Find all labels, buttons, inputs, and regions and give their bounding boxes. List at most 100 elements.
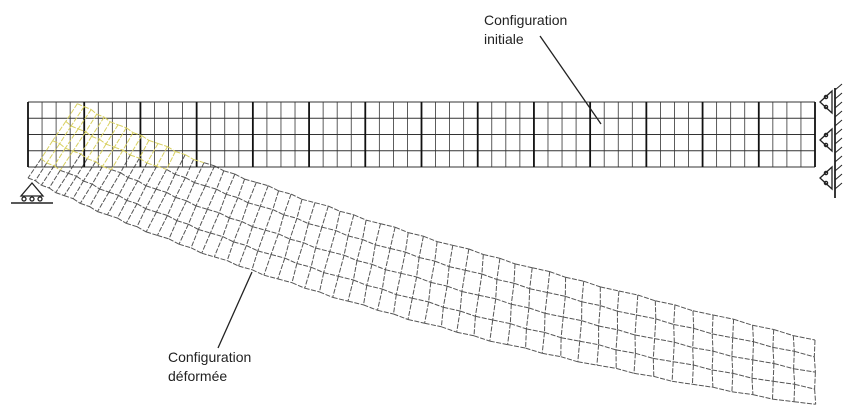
deformed-mesh-column-segment	[793, 384, 796, 402]
deformed-mesh-row-segment	[226, 193, 239, 199]
deformed-mesh-column-segment	[577, 341, 581, 362]
deformed-mesh-column-segment	[106, 195, 120, 216]
deformed-mesh-column-segment	[72, 180, 84, 199]
deformed-mesh-column-segment	[337, 255, 345, 277]
deformed-mesh-row-segment	[148, 139, 159, 144]
deformed-mesh-column-segment	[174, 154, 186, 175]
deformed-mesh-row-segment	[290, 193, 303, 200]
deformed-mesh-row-segment	[80, 202, 90, 208]
deformed-mesh-column-segment	[634, 314, 637, 336]
deformed-mesh-row-segment	[122, 149, 131, 156]
deformed-mesh-column-segment	[732, 319, 735, 338]
deformed-mesh-row-segment	[308, 223, 323, 228]
deformed-mesh-row-segment	[41, 184, 50, 189]
deformed-mesh-column-segment	[793, 368, 796, 385]
deformed-mesh-column-segment	[176, 200, 187, 221]
deformed-mesh-column-segment	[418, 236, 424, 258]
deformed-mesh-row-segment	[581, 301, 601, 307]
right-support-triangle	[819, 165, 833, 191]
deformed-mesh-row-segment	[90, 109, 98, 115]
deformed-mesh-row-segment	[577, 361, 597, 366]
deformed-mesh-column-segment	[91, 166, 103, 185]
deformed-mesh-column-segment	[814, 372, 816, 390]
deformed-mesh-row-segment	[246, 245, 259, 252]
deformed-mesh-row-segment	[194, 182, 206, 187]
deformed-mesh-column-segment	[352, 260, 358, 281]
deformed-mesh-row-segment	[416, 276, 431, 283]
deformed-mesh-row-segment	[319, 291, 333, 298]
deformed-mesh-column-segment	[772, 381, 774, 400]
deformed-mesh-column-segment	[204, 165, 216, 187]
deformed-mesh-row-segment	[731, 391, 753, 396]
deformed-mesh-row-segment	[157, 143, 168, 148]
deformed-mesh-column-segment	[323, 251, 331, 273]
deformed-mesh-row-segment	[637, 294, 656, 302]
deformed-mesh-column-segment	[481, 254, 484, 275]
deformed-mesh-column-segment	[138, 140, 150, 159]
deformed-mesh-column-segment	[118, 177, 129, 196]
deformed-mesh-row-segment	[27, 177, 36, 182]
deformed-mesh-column-segment	[315, 226, 323, 249]
deformed-mesh-column-segment	[416, 257, 420, 278]
deformed-mesh-row-segment	[581, 320, 599, 327]
deformed-mesh-row-segment	[732, 372, 753, 379]
deformed-mesh-column-segment	[428, 282, 432, 302]
deformed-mesh-row-segment	[616, 367, 635, 374]
deformed-mesh-column-segment	[76, 158, 88, 177]
deformed-mesh-row-segment	[382, 288, 397, 296]
deformed-mesh-column-segment	[48, 170, 61, 189]
deformed-mesh-column-segment	[507, 323, 511, 345]
deformed-mesh-row-segment	[91, 135, 100, 140]
deformed-mesh-row-segment	[186, 200, 197, 207]
deformed-mesh-column-segment	[813, 339, 816, 357]
deformed-mesh-column-segment	[772, 329, 775, 348]
deformed-mesh-row-segment	[72, 150, 81, 155]
deformed-mesh-column-segment	[711, 369, 714, 388]
deformed-mesh-column-segment	[731, 373, 734, 392]
deformed-mesh-column-segment	[59, 150, 74, 171]
deformed-mesh-row-segment	[203, 162, 215, 167]
deformed-mesh-row-segment	[596, 364, 617, 369]
right-support-hatch	[834, 146, 843, 154]
deformed-mesh-row-segment	[53, 165, 61, 171]
deformed-mesh-row-segment	[478, 294, 496, 300]
deformed-mesh-row-segment	[617, 329, 636, 336]
deformed-mesh-row-segment	[139, 157, 148, 164]
deformed-mesh-row-segment	[528, 307, 546, 314]
deformed-mesh-column-segment	[411, 276, 418, 299]
deformed-mesh-row-segment	[65, 147, 74, 152]
deformed-mesh-row-segment	[195, 205, 208, 210]
deformed-mesh-column-segment	[136, 208, 147, 227]
label-deformed-configuration: Configuration déformée	[168, 348, 251, 386]
deformed-mesh-column-segment	[201, 232, 211, 254]
deformed-mesh-row-segment	[234, 173, 245, 180]
deformed-mesh-column-segment	[814, 389, 817, 405]
deformed-mesh-row-segment	[598, 344, 617, 351]
deformed-mesh-column-segment	[166, 174, 176, 193]
deformed-mesh-column-segment	[113, 127, 127, 148]
deformed-mesh-row-segment	[561, 337, 580, 342]
deformed-mesh-column-segment	[509, 304, 512, 324]
deformed-mesh-row-segment	[190, 247, 202, 254]
deformed-mesh-row-segment	[117, 217, 127, 224]
deformed-mesh-column-segment	[77, 109, 92, 130]
deformed-mesh-column-segment	[110, 149, 124, 170]
deformed-mesh-row-segment	[72, 198, 81, 204]
deformed-mesh-row-segment	[579, 340, 599, 346]
deformed-mesh-row-segment	[97, 211, 108, 216]
deformed-mesh-column-segment	[99, 169, 112, 190]
supports	[11, 83, 843, 204]
deformed-mesh-column-segment	[793, 351, 795, 369]
deformed-mesh-column-segment	[117, 200, 128, 219]
deformed-mesh-column-segment	[145, 165, 158, 187]
deformed-mesh-row-segment	[155, 188, 167, 193]
deformed-mesh-column-segment	[91, 116, 105, 137]
deformed-mesh-row-segment	[168, 238, 180, 245]
deformed-mesh-row-segment	[653, 375, 673, 382]
deformed-mesh-column-segment	[120, 154, 131, 173]
deformed-mesh-row-segment	[80, 153, 88, 160]
right-support-pin	[823, 142, 829, 148]
deformed-mesh-row-segment	[353, 279, 367, 286]
deformed-mesh-row-segment	[752, 324, 774, 330]
